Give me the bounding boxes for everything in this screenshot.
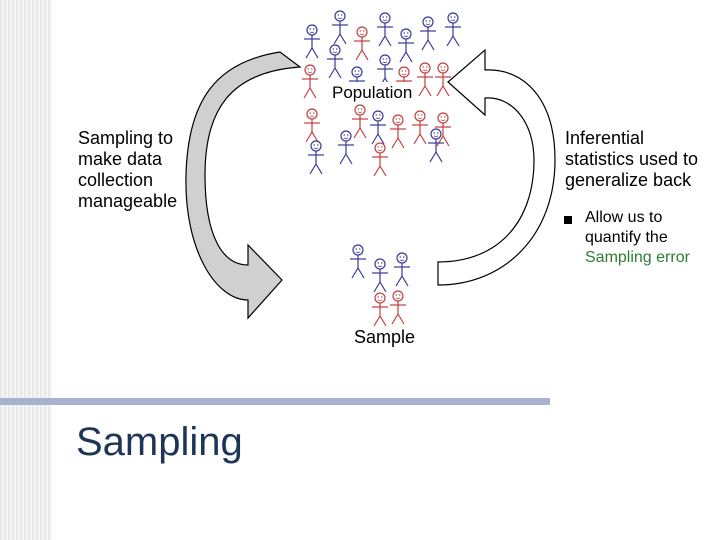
right-description: Inferential statistics used to generaliz…	[565, 128, 698, 191]
bullet-highlight: Sampling error	[585, 249, 690, 266]
left-curved-arrow	[185, 51, 302, 320]
bullet-text: Allow us to quantify the Sampling error	[585, 208, 715, 268]
slide-title: Sampling	[76, 420, 243, 464]
sample-figures	[349, 244, 411, 327]
left-description: Sampling to make data collection managea…	[78, 128, 177, 212]
right-curved-arrow	[437, 48, 556, 286]
right-text-line: statistics used to	[565, 149, 699, 169]
right-text-line: Inferential	[565, 128, 645, 148]
bullet-marker	[564, 216, 572, 224]
left-text-line: make data	[78, 149, 163, 169]
bullet-line: quantify the	[585, 229, 668, 246]
left-text-line: manageable	[78, 191, 178, 211]
title-divider	[0, 398, 550, 405]
left-text-line: Sampling to	[78, 128, 174, 148]
population-label: Population	[330, 82, 415, 103]
right-text-line: generalize back	[565, 170, 692, 190]
left-text-line: collection	[78, 170, 154, 190]
sample-label: Sample	[354, 327, 416, 347]
left-decorative-band	[0, 0, 52, 540]
bullet-line: Allow us to	[585, 209, 663, 226]
